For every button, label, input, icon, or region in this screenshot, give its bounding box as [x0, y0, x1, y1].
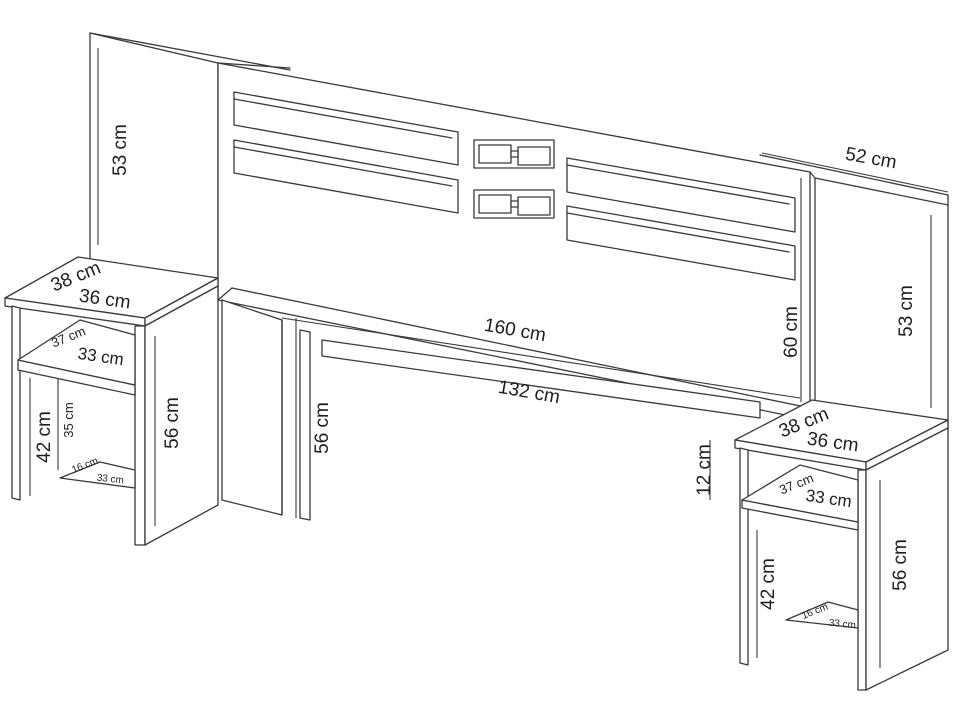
dim-label-panel-depth: 52 cm [844, 144, 899, 174]
dim-label-left-bottom-width: 33 cm [96, 473, 124, 487]
dim-label-left-inner-height: 35 cm [61, 402, 76, 437]
dim-label-right-opening-height: 42 cm [758, 558, 779, 610]
headboard-slot [566, 205, 796, 281]
dim-label-left-opening-height: 42 cm [34, 411, 55, 463]
right-side-panel [814, 177, 949, 431]
headboard-slot [233, 139, 459, 214]
dim-label-leg-height: 56 cm [312, 402, 333, 454]
dim-label-rail-offset: 12 cm [694, 444, 715, 496]
dim-label-headboard-height: 60 cm [781, 306, 802, 358]
handle-icon [473, 139, 555, 169]
dim-label-right-bottom-width: 33 cm [828, 618, 856, 632]
dim-label-right-panel-height: 53 cm [896, 285, 917, 337]
headboard-slot [233, 91, 459, 166]
right-nightstand [734, 399, 949, 691]
right-leg [299, 329, 311, 521]
handle-icon [473, 189, 555, 219]
dim-label-left-panel-height: 53 cm [110, 124, 131, 176]
left-leg [221, 299, 283, 516]
dim-label-left-table-height: 56 cm [162, 397, 183, 449]
bottom-rail [321, 339, 761, 419]
left-nightstand [4, 256, 219, 546]
dim-label-right-table-height: 56 cm [890, 539, 911, 591]
headboard-slot [566, 157, 796, 233]
